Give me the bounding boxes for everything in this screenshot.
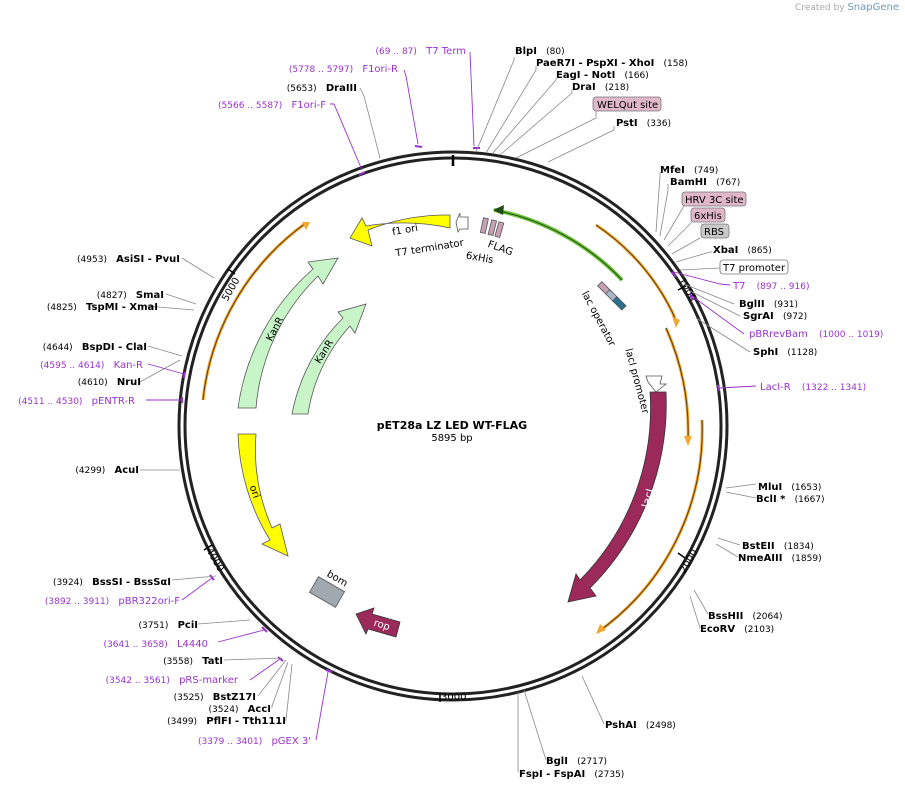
enzyme-acui: (4299) AcuI xyxy=(75,465,139,476)
primer-laci-r: LacI-R (1322 .. 1341) xyxy=(760,382,866,393)
enzyme-tati: (3558) TatI xyxy=(163,656,223,667)
laci-label: lacI xyxy=(639,487,656,509)
his-flag-marks xyxy=(479,217,505,239)
bom-box xyxy=(308,576,346,608)
backbone-outer xyxy=(177,150,729,702)
enzyme-acci: (3524) AccI xyxy=(209,704,271,715)
enzyme-xhoi: PaeR7I - PspXI - XhoI (158) xyxy=(536,58,688,69)
enzyme-bgli: BglI (2717) xyxy=(546,756,607,767)
hrv3c-label: HRV 3C site xyxy=(685,195,744,206)
enzyme-nmeaiii: NmeAIII (1859) xyxy=(738,553,822,564)
credit-prefix: Created by xyxy=(795,3,845,13)
enzyme-sphi: SphI (1128) xyxy=(753,347,817,358)
primer-t7: T7 (897 .. 916) xyxy=(732,281,810,292)
snapgene-credit: Created by SnapGene xyxy=(795,2,899,13)
enzyme-bsshii: BssHII (2064) xyxy=(708,611,782,622)
t7-terminator-label: T7 terminator xyxy=(394,238,466,260)
enzyme-bglii: BglII (931) xyxy=(739,299,798,310)
enzyme-smai: (4827) SmaI xyxy=(97,290,164,301)
enzyme-pshai: PshAI (2498) xyxy=(605,720,676,731)
enzyme-bsssi: (3924) BssSI - BssSαI xyxy=(53,577,171,588)
orf-arrowheads xyxy=(302,222,692,634)
enzyme-pcii: (3751) PciI xyxy=(138,620,198,631)
welqut-box xyxy=(592,96,662,112)
t7-promoter-box xyxy=(719,259,789,275)
orf-arcs-core xyxy=(202,222,703,633)
ori-label: ori xyxy=(247,484,262,500)
kanr-inner-arrow xyxy=(291,303,367,415)
his-feature-label: 6xHis xyxy=(465,250,494,266)
ori-arrow xyxy=(237,433,289,557)
rbs-box xyxy=(700,223,730,239)
hrv3c-box xyxy=(681,191,747,207)
laci-promoter-shape xyxy=(645,375,668,393)
primer-prs-marker: (3542 .. 3561) pRS-marker xyxy=(106,675,239,686)
primer-pbr322ori-f: (3892 .. 3911) pBR322ori-F xyxy=(45,596,180,607)
green-cds-arc xyxy=(493,208,624,282)
plasmid-length: 5895 bp xyxy=(431,433,472,444)
enzyme-draiii: (5653) DraIII xyxy=(287,83,357,94)
enzyme-xbai: XbaI (865) xyxy=(713,245,772,256)
green-cds-arrowhead xyxy=(493,205,504,215)
enzyme-blpi: BlpI (80) xyxy=(515,46,565,57)
enzyme-tth111i: (3499) PflFI - Tth111I xyxy=(167,716,286,727)
primer-t7-term: (69 .. 87) T7 Term xyxy=(376,46,466,57)
enzyme-fspi: FspI - FspAI (2735) xyxy=(519,769,624,780)
f1-ori-arrow xyxy=(349,214,451,247)
enzyme-labels: BlpI (80) PaeR7I - PspXI - XhoI (158) Ea… xyxy=(515,46,825,780)
primer-labels: (69 .. 87) T7 Term (5778 .. 5797) F1ori-… xyxy=(18,46,883,747)
plasmid-name: pET28a LZ LED WT-FLAG xyxy=(377,419,527,432)
primer-f1ori-r: (5778 .. 5797) F1ori-R xyxy=(289,64,398,75)
primer-f1ori-f: (5566 .. 5587) F1ori-F xyxy=(218,100,326,111)
primer-l4440: (3641 .. 3658) L4440 xyxy=(104,639,209,650)
enzyme-psti: PstI (336) xyxy=(616,118,671,129)
enzyme-sgrai: SgrAI (972) xyxy=(743,311,807,322)
enzyme-pvui: (4953) AsiSI - PvuI xyxy=(77,254,180,265)
primer-kan-r: (4595 .. 4614) Kan-R xyxy=(40,360,143,371)
kanr-outer-arrow xyxy=(237,257,339,409)
enzyme-nrui: (4610) NruI xyxy=(78,377,141,388)
his-site-box xyxy=(690,207,726,223)
snapgene-brand: SnapGene xyxy=(847,2,899,13)
f1-ori-label: f1 ori xyxy=(391,223,419,238)
t7-promoter-label: T7 promoter xyxy=(722,263,786,274)
laci-promoter-label: lacI promoter xyxy=(623,347,651,415)
tick-label-2000: 2000 xyxy=(678,548,700,576)
rop-arrow xyxy=(355,607,401,638)
primer-pentr-r: (4511 .. 4530) pENTR-R xyxy=(18,396,135,407)
rop-label: rop xyxy=(372,618,391,634)
enzyme-xmai: (4825) TspMI - XmaI xyxy=(47,302,158,313)
t7-terminator-shape xyxy=(455,212,469,234)
enzyme-leader-lines xyxy=(139,57,757,772)
enzyme-noti: EagI - NotI (166) xyxy=(556,70,649,81)
enzyme-drai: DraI (218) xyxy=(572,82,629,93)
primer-pbrrevbam: pBRrevBam (1000 .. 1019) xyxy=(749,329,883,340)
laci-arrow xyxy=(567,391,667,603)
welqut-label: WELQut site xyxy=(597,100,658,111)
enzyme-bamhi: BamHI (767) xyxy=(670,177,740,188)
enzyme-mlui: MluI (1653) xyxy=(758,482,821,493)
green-cds-arc-core xyxy=(493,209,623,281)
enzyme-clai: (4644) BspDI - ClaI xyxy=(43,342,147,353)
enzyme-labels-left: (3499) PflFI - Tth111I (3524) AccI (3525… xyxy=(43,83,357,727)
primer-pgex3: (3379 .. 3401) pGEX 3' xyxy=(198,736,311,747)
lac-operator-marks xyxy=(597,281,627,311)
tick-marks xyxy=(203,268,687,702)
primer-leader-lines xyxy=(146,51,757,741)
enzyme-mfei: MfeI (749) xyxy=(660,165,718,176)
enzyme-ecorv: EcoRV (2103) xyxy=(700,624,774,635)
enzyme-bstz17i: (3525) BstZ17I xyxy=(174,692,256,703)
enzyme-bcli: BclI * (1667) xyxy=(756,494,825,505)
site-labels: WELQut site HRV 3C site 6xHis RBS T7 pro… xyxy=(592,96,789,275)
enzyme-bsteii: BstEII (1834) xyxy=(742,541,814,552)
his-site-label: 6xHis xyxy=(694,211,722,222)
tick-label-3000: 3000 xyxy=(441,692,466,703)
rbs-label: RBS xyxy=(704,227,724,238)
